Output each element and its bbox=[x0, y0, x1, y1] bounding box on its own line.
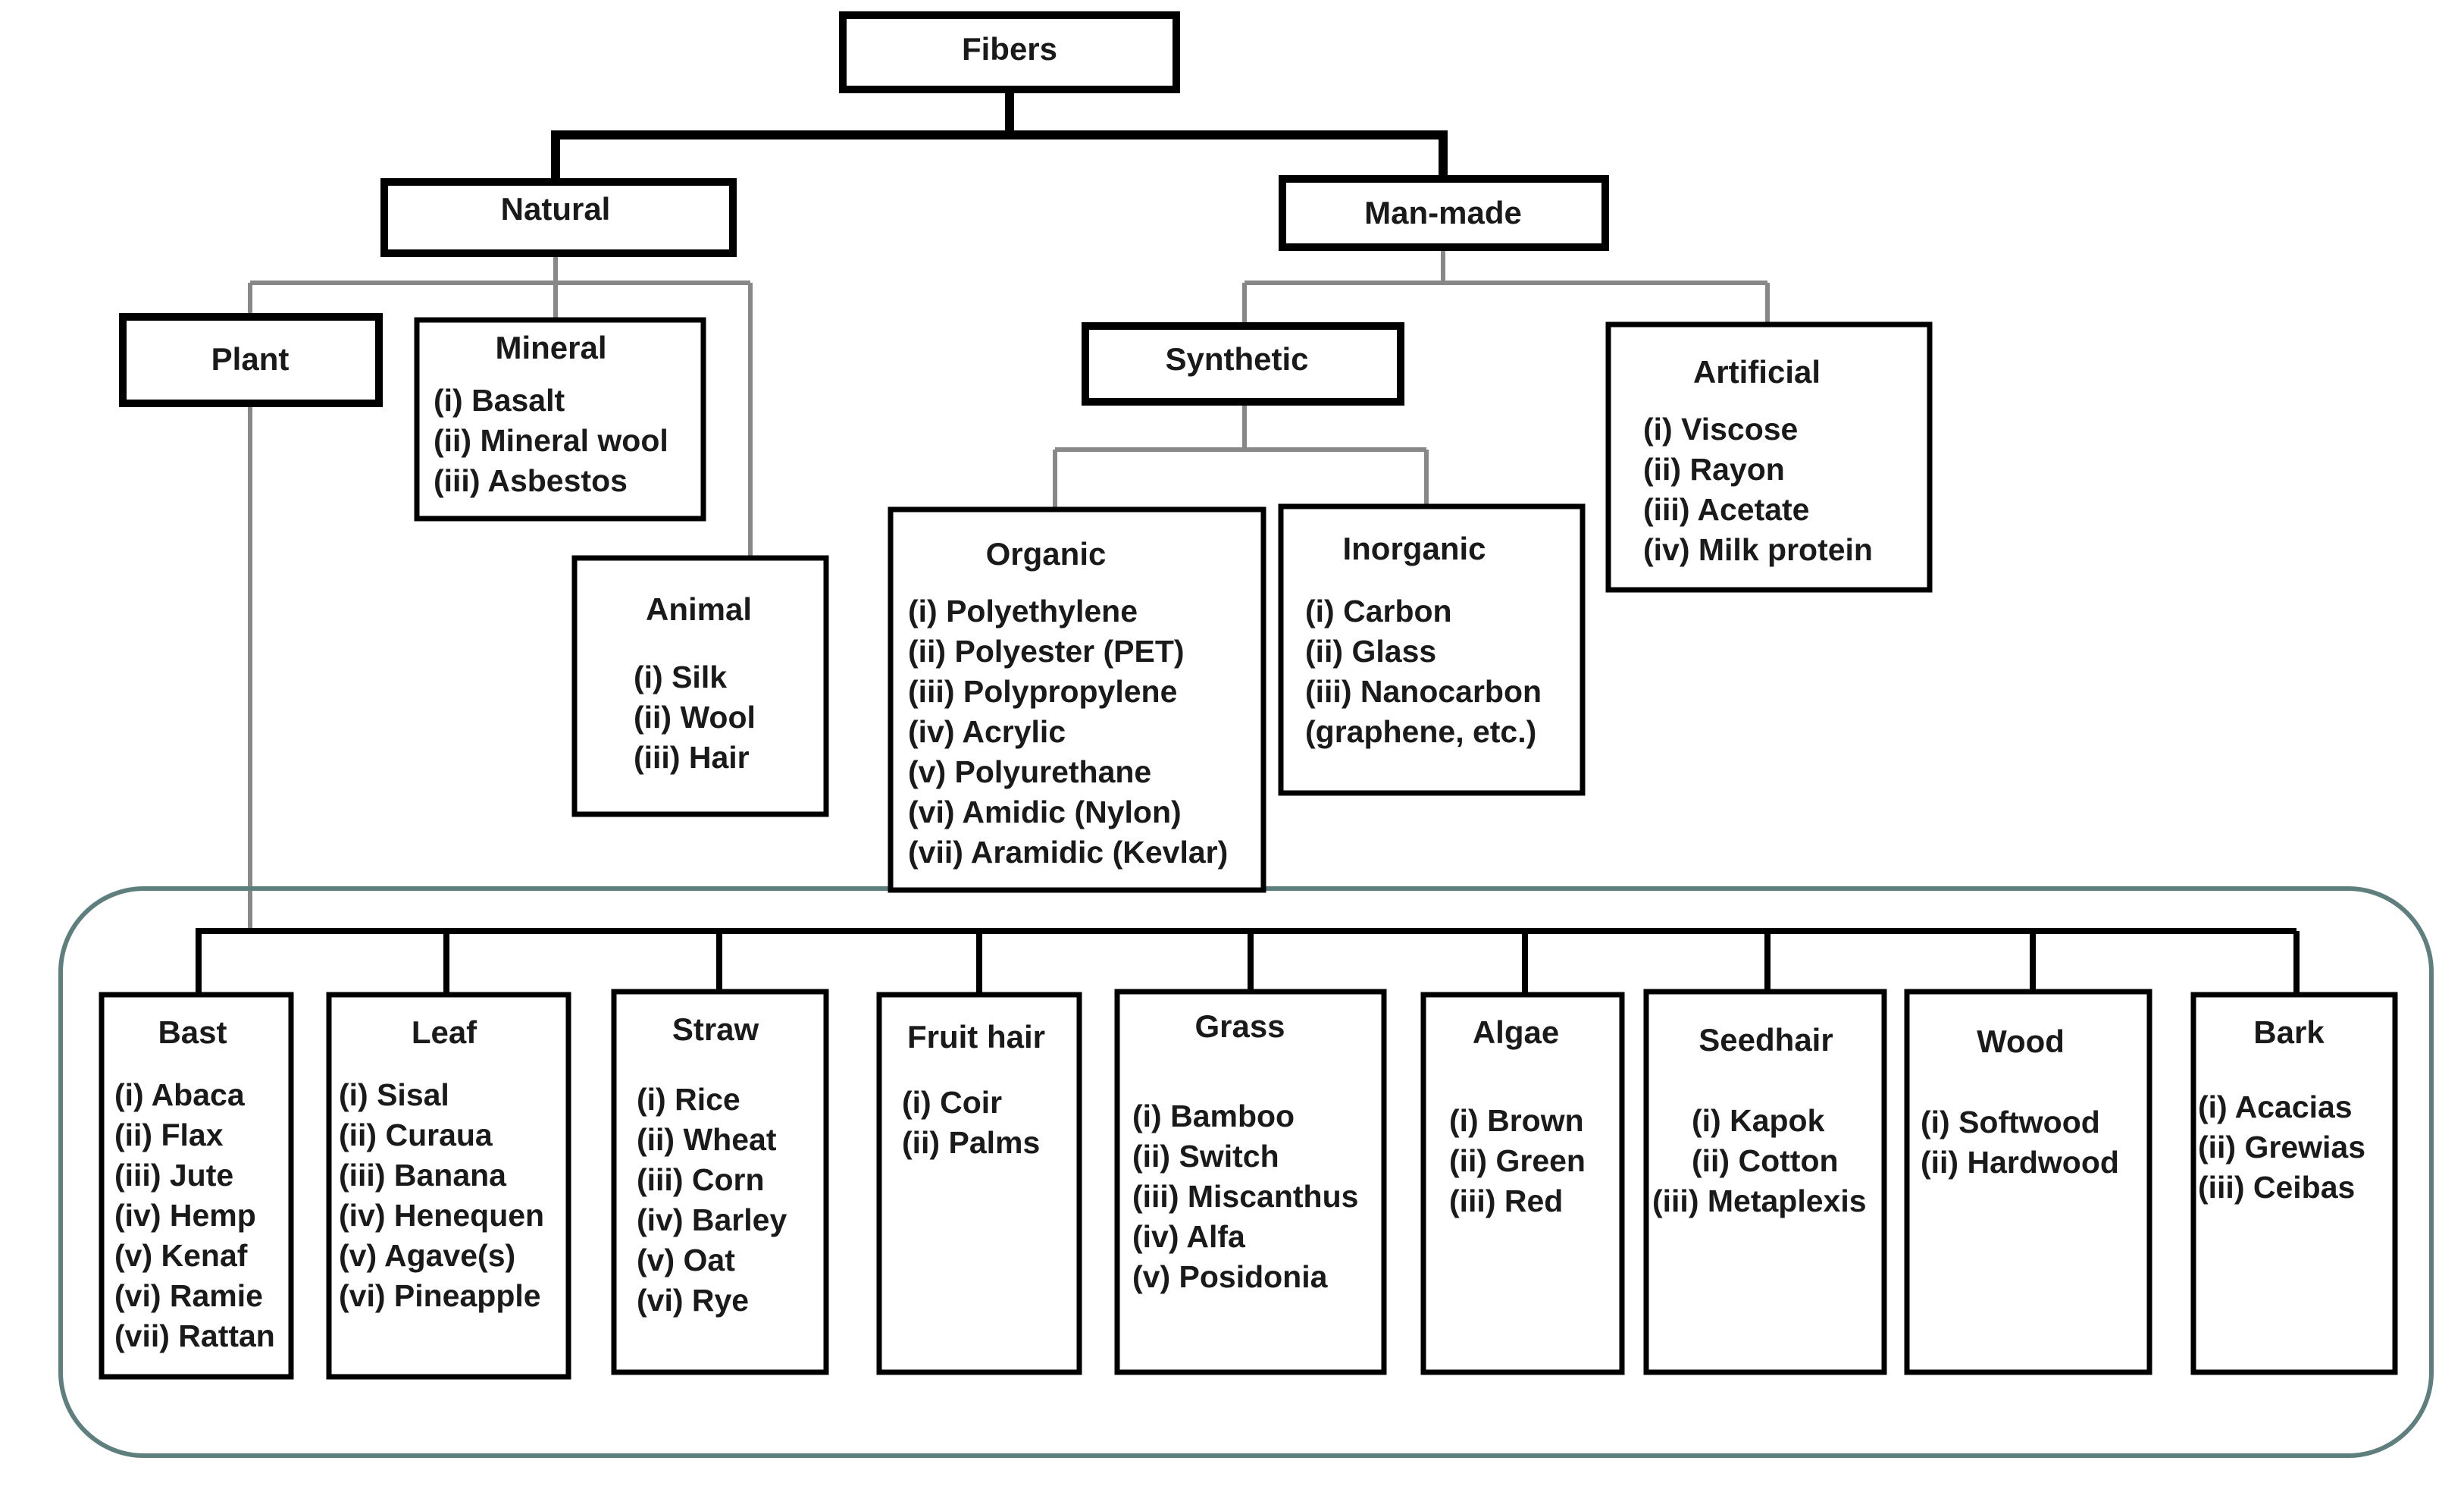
mineral-item: (i) Basalt bbox=[434, 383, 565, 418]
node-animal-label: Animal bbox=[646, 591, 752, 627]
node-seedhair: Seedhair (i) Kapok (ii) Cotton (iii) Met… bbox=[1643, 989, 1887, 1375]
node-leaf: Leaf (i) Sisal (ii) Curaua (iii) Banana … bbox=[326, 992, 571, 1380]
bast-item: (iii) Jute bbox=[114, 1158, 233, 1193]
node-inorganic-label: Inorganic bbox=[1342, 531, 1486, 566]
artificial-item: (iv) Milk protein bbox=[1643, 532, 1873, 567]
organic-item: (vi) Amidic (Nylon) bbox=[908, 795, 1182, 829]
node-natural: Natural bbox=[380, 178, 737, 257]
connectors bbox=[196, 89, 2300, 995]
grass-item: (iii) Miscanthus bbox=[1132, 1179, 1358, 1214]
inorganic-item: (i) Carbon bbox=[1305, 594, 1452, 629]
grass-item: (ii) Switch bbox=[1132, 1139, 1279, 1174]
node-grass-label: Grass bbox=[1194, 1008, 1285, 1044]
node-bark-label: Bark bbox=[2253, 1014, 2325, 1050]
organic-item: (vii) Aramidic (Kevlar) bbox=[908, 835, 1228, 870]
fruit-hair-item: (ii) Palms bbox=[902, 1125, 1040, 1160]
node-synthetic-label: Synthetic bbox=[1165, 341, 1308, 377]
seedhair-item: (ii) Cotton bbox=[1692, 1143, 1839, 1178]
straw-item: (ii) Wheat bbox=[637, 1122, 777, 1157]
node-algae: Algae (i) Brown (ii) Green (iii) Red bbox=[1420, 992, 1625, 1375]
bark-item: (iii) Ceibas bbox=[2198, 1170, 2355, 1205]
straw-item: (v) Oat bbox=[637, 1243, 735, 1277]
inorganic-item: (ii) Glass bbox=[1305, 634, 1436, 669]
node-fruit-hair-label: Fruit hair bbox=[907, 1019, 1045, 1055]
seedhair-item: (i) Kapok bbox=[1692, 1103, 1825, 1138]
node-algae-label: Algae bbox=[1473, 1014, 1559, 1050]
leaf-item: (ii) Curaua bbox=[339, 1118, 493, 1152]
algae-item: (iii) Red bbox=[1449, 1183, 1563, 1218]
seedhair-item: (iii) Metaplexis bbox=[1652, 1183, 1867, 1218]
animal-item: (i) Silk bbox=[634, 660, 727, 694]
node-leaf-label: Leaf bbox=[412, 1014, 477, 1050]
node-bark: Bark (i) Acacias (ii) Grewias (iii) Ceib… bbox=[2190, 992, 2398, 1375]
node-fruit-hair: Fruit hair (i) Coir (ii) Palms bbox=[876, 992, 1082, 1375]
node-plant: Plant bbox=[119, 313, 383, 407]
straw-item: (i) Rice bbox=[637, 1082, 740, 1117]
organic-item: (iv) Acrylic bbox=[908, 714, 1066, 749]
node-wood-label: Wood bbox=[1977, 1023, 2065, 1059]
animal-item: (ii) Wool bbox=[634, 700, 756, 735]
node-straw-label: Straw bbox=[672, 1011, 759, 1047]
node-artificial: Artificial (i) Viscose (ii) Rayon (iii) … bbox=[1605, 321, 1933, 593]
organic-item: (ii) Polyester (PET) bbox=[908, 634, 1185, 669]
node-artificial-label: Artificial bbox=[1693, 354, 1821, 390]
organic-item: (iii) Polypropylene bbox=[908, 674, 1177, 709]
node-natural-label: Natural bbox=[501, 191, 611, 227]
node-manmade: Man-made bbox=[1279, 175, 1609, 251]
node-straw: Straw (i) Rice (ii) Wheat (iii) Corn (iv… bbox=[611, 989, 829, 1375]
node-mineral-label: Mineral bbox=[495, 330, 606, 365]
straw-item: (iv) Barley bbox=[637, 1202, 787, 1237]
node-bast: Bast (i) Abaca (ii) Flax (iii) Jute (iv)… bbox=[99, 992, 294, 1380]
node-synthetic: Synthetic bbox=[1082, 322, 1404, 406]
node-organic: Organic (i) Polyethylene (ii) Polyester … bbox=[888, 506, 1266, 893]
bark-item: (ii) Grewias bbox=[2198, 1130, 2365, 1165]
node-fibers: Fibers bbox=[839, 11, 1180, 93]
node-bast-label: Bast bbox=[158, 1014, 227, 1050]
node-seedhair-label: Seedhair bbox=[1699, 1022, 1833, 1058]
inorganic-item: (iii) Nanocarbon bbox=[1305, 674, 1542, 709]
mineral-item: (iii) Asbestos bbox=[434, 463, 628, 498]
grass-item: (iv) Alfa bbox=[1132, 1219, 1246, 1254]
organic-item: (v) Polyurethane bbox=[908, 754, 1151, 789]
bark-item: (i) Acacias bbox=[2198, 1089, 2353, 1124]
grass-item: (v) Posidonia bbox=[1132, 1259, 1329, 1294]
leaf-item: (v) Agave(s) bbox=[339, 1238, 515, 1273]
artificial-item: (ii) Rayon bbox=[1643, 452, 1785, 487]
bast-item: (i) Abaca bbox=[114, 1077, 246, 1112]
bast-item: (vii) Rattan bbox=[114, 1318, 275, 1353]
node-inorganic: Inorganic (i) Carbon (ii) Glass (iii) Na… bbox=[1278, 503, 1586, 796]
straw-item: (iii) Corn bbox=[637, 1162, 765, 1197]
wood-item: (ii) Hardwood bbox=[1921, 1145, 2119, 1180]
node-mineral: Mineral (i) Basalt (ii) Mineral wool (ii… bbox=[414, 317, 706, 522]
artificial-item: (iii) Acetate bbox=[1643, 492, 1809, 527]
bast-item: (vi) Ramie bbox=[114, 1278, 263, 1313]
mineral-item: (ii) Mineral wool bbox=[434, 423, 668, 458]
leaf-item: (i) Sisal bbox=[339, 1077, 449, 1112]
bast-item: (v) Kenaf bbox=[114, 1238, 248, 1273]
node-animal: Animal (i) Silk (ii) Wool (iii) Hair bbox=[571, 555, 829, 817]
animal-item: (iii) Hair bbox=[634, 740, 750, 775]
node-grass: Grass (i) Bamboo (ii) Switch (iii) Misca… bbox=[1114, 989, 1387, 1375]
bast-item: (iv) Hemp bbox=[114, 1198, 256, 1233]
algae-item: (i) Brown bbox=[1449, 1103, 1584, 1138]
fruit-hair-item: (i) Coir bbox=[902, 1085, 1002, 1120]
node-fibers-label: Fibers bbox=[962, 31, 1057, 67]
node-organic-label: Organic bbox=[986, 536, 1107, 572]
artificial-item: (i) Viscose bbox=[1643, 412, 1798, 447]
straw-item: (vi) Rye bbox=[637, 1283, 749, 1318]
inorganic-item: (graphene, etc.) bbox=[1305, 714, 1536, 749]
organic-item: (i) Polyethylene bbox=[908, 594, 1138, 629]
node-wood: Wood (i) Softwood (ii) Hardwood bbox=[1904, 989, 2152, 1375]
wood-item: (i) Softwood bbox=[1921, 1105, 2100, 1139]
grass-item: (i) Bamboo bbox=[1132, 1099, 1295, 1133]
leaf-item: (vi) Pineapple bbox=[339, 1278, 541, 1313]
leaf-item: (iv) Henequen bbox=[339, 1198, 544, 1233]
algae-item: (ii) Green bbox=[1449, 1143, 1586, 1178]
node-plant-label: Plant bbox=[211, 341, 290, 377]
node-manmade-label: Man-made bbox=[1364, 195, 1522, 230]
bast-item: (ii) Flax bbox=[114, 1118, 224, 1152]
leaf-item: (iii) Banana bbox=[339, 1158, 507, 1193]
